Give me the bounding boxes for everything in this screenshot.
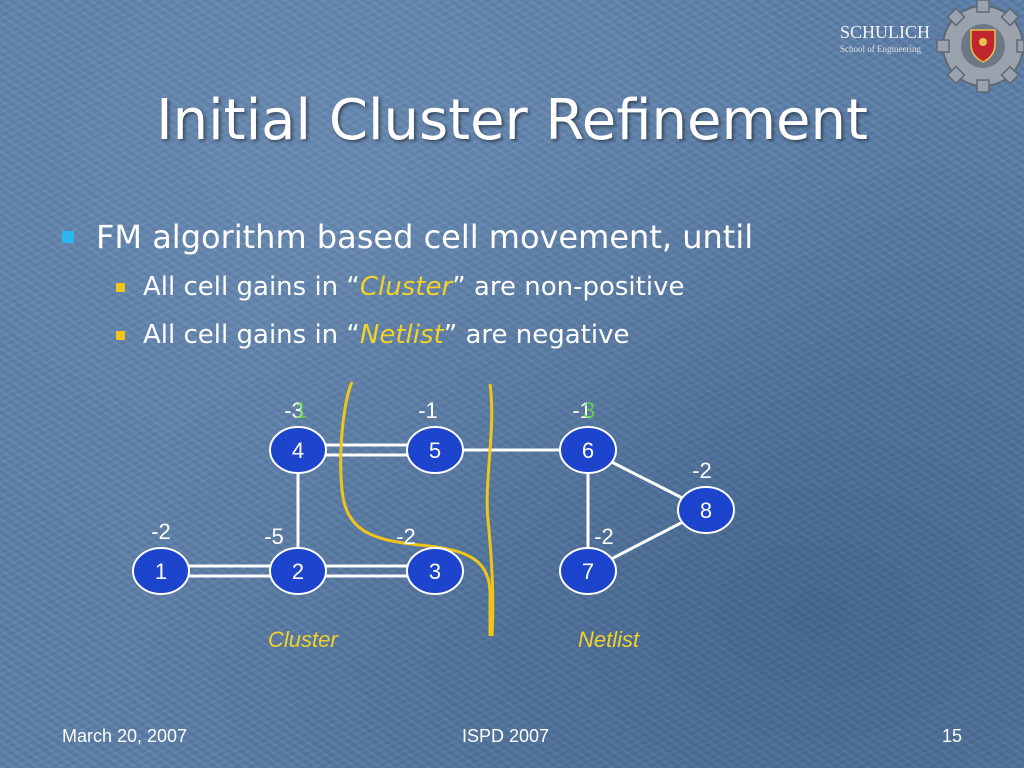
sub-bullet-after: ” are negative [443, 320, 630, 350]
netlist-region-label: Netlist [578, 627, 640, 652]
bullet-text: FM algorithm based cell movement, until [96, 218, 754, 256]
sub-bullet-emph: Netlist [359, 320, 444, 350]
gain-overlay-4: 1 [295, 398, 307, 423]
node-label-7: 7 [582, 559, 594, 584]
gain-label-6: -1 [572, 398, 592, 423]
bullet-square-icon [62, 231, 74, 243]
gains-layer: -2-5-2-31-1-13-2-2 [151, 398, 712, 549]
cluster-region-label: Cluster [268, 627, 339, 652]
node-1 [132, 547, 190, 595]
node-label-2: 2 [292, 559, 304, 584]
footer-date: March 20, 2007 [62, 726, 188, 746]
partition-boundaries [339, 381, 495, 637]
gain-overlay-6: 3 [583, 398, 595, 423]
node-label-5: 5 [429, 438, 441, 463]
node-label-1: 1 [155, 559, 167, 584]
crest-icon [970, 29, 996, 63]
node-8 [677, 486, 735, 534]
bullet-main: FM algorithm based cell movement, until [62, 218, 753, 256]
sub-bullet-before: All cell gains in “ [143, 320, 360, 350]
node-2 [269, 547, 327, 595]
sub-bullet-cluster: All cell gains in “Cluster” are non-posi… [116, 272, 684, 302]
node-5 [406, 426, 464, 474]
gain-label-4: -3 [284, 398, 304, 423]
slide-title: Initial Cluster Refinement [156, 88, 868, 153]
bullet-square-icon [116, 282, 125, 292]
bullet-square-icon [116, 330, 125, 340]
logo-subtitle: School of Engineering [840, 44, 921, 54]
footer-event: ISPD 2007 [462, 726, 550, 746]
node-6 [559, 426, 617, 474]
node-label-4: 4 [292, 438, 304, 463]
node-label-6: 6 [582, 438, 594, 463]
sub-bullet-emph: Cluster [359, 272, 453, 302]
gain-label-1: -2 [151, 519, 171, 544]
nodes-layer: 1 2 3 4 5 6 7 8 [132, 426, 735, 595]
gain-label-2: -5 [264, 524, 284, 549]
netlist-boundary-line [485, 383, 495, 637]
schulich-logo: SCHULICH School of Engineering [840, 0, 1024, 93]
gain-label-7: -2 [594, 524, 614, 549]
footer-page-number: 15 [941, 726, 962, 746]
node-7 [559, 547, 617, 595]
cluster-boundary-line [339, 381, 492, 636]
sub-bullet-before: All cell gains in “ [143, 272, 360, 302]
node-label-3: 3 [429, 559, 441, 584]
node-4 [269, 426, 327, 474]
node-label-8: 8 [700, 498, 712, 523]
logo-wordmark: SCHULICH [840, 22, 930, 42]
sub-bullet-after: ” are non-positive [452, 272, 685, 302]
gain-label-8: -2 [692, 458, 712, 483]
gain-label-5: -1 [418, 398, 438, 423]
sub-bullet-netlist: All cell gains in “Netlist” are negative [116, 320, 629, 350]
node-3 [406, 547, 464, 595]
gain-label-3: -2 [396, 524, 416, 549]
